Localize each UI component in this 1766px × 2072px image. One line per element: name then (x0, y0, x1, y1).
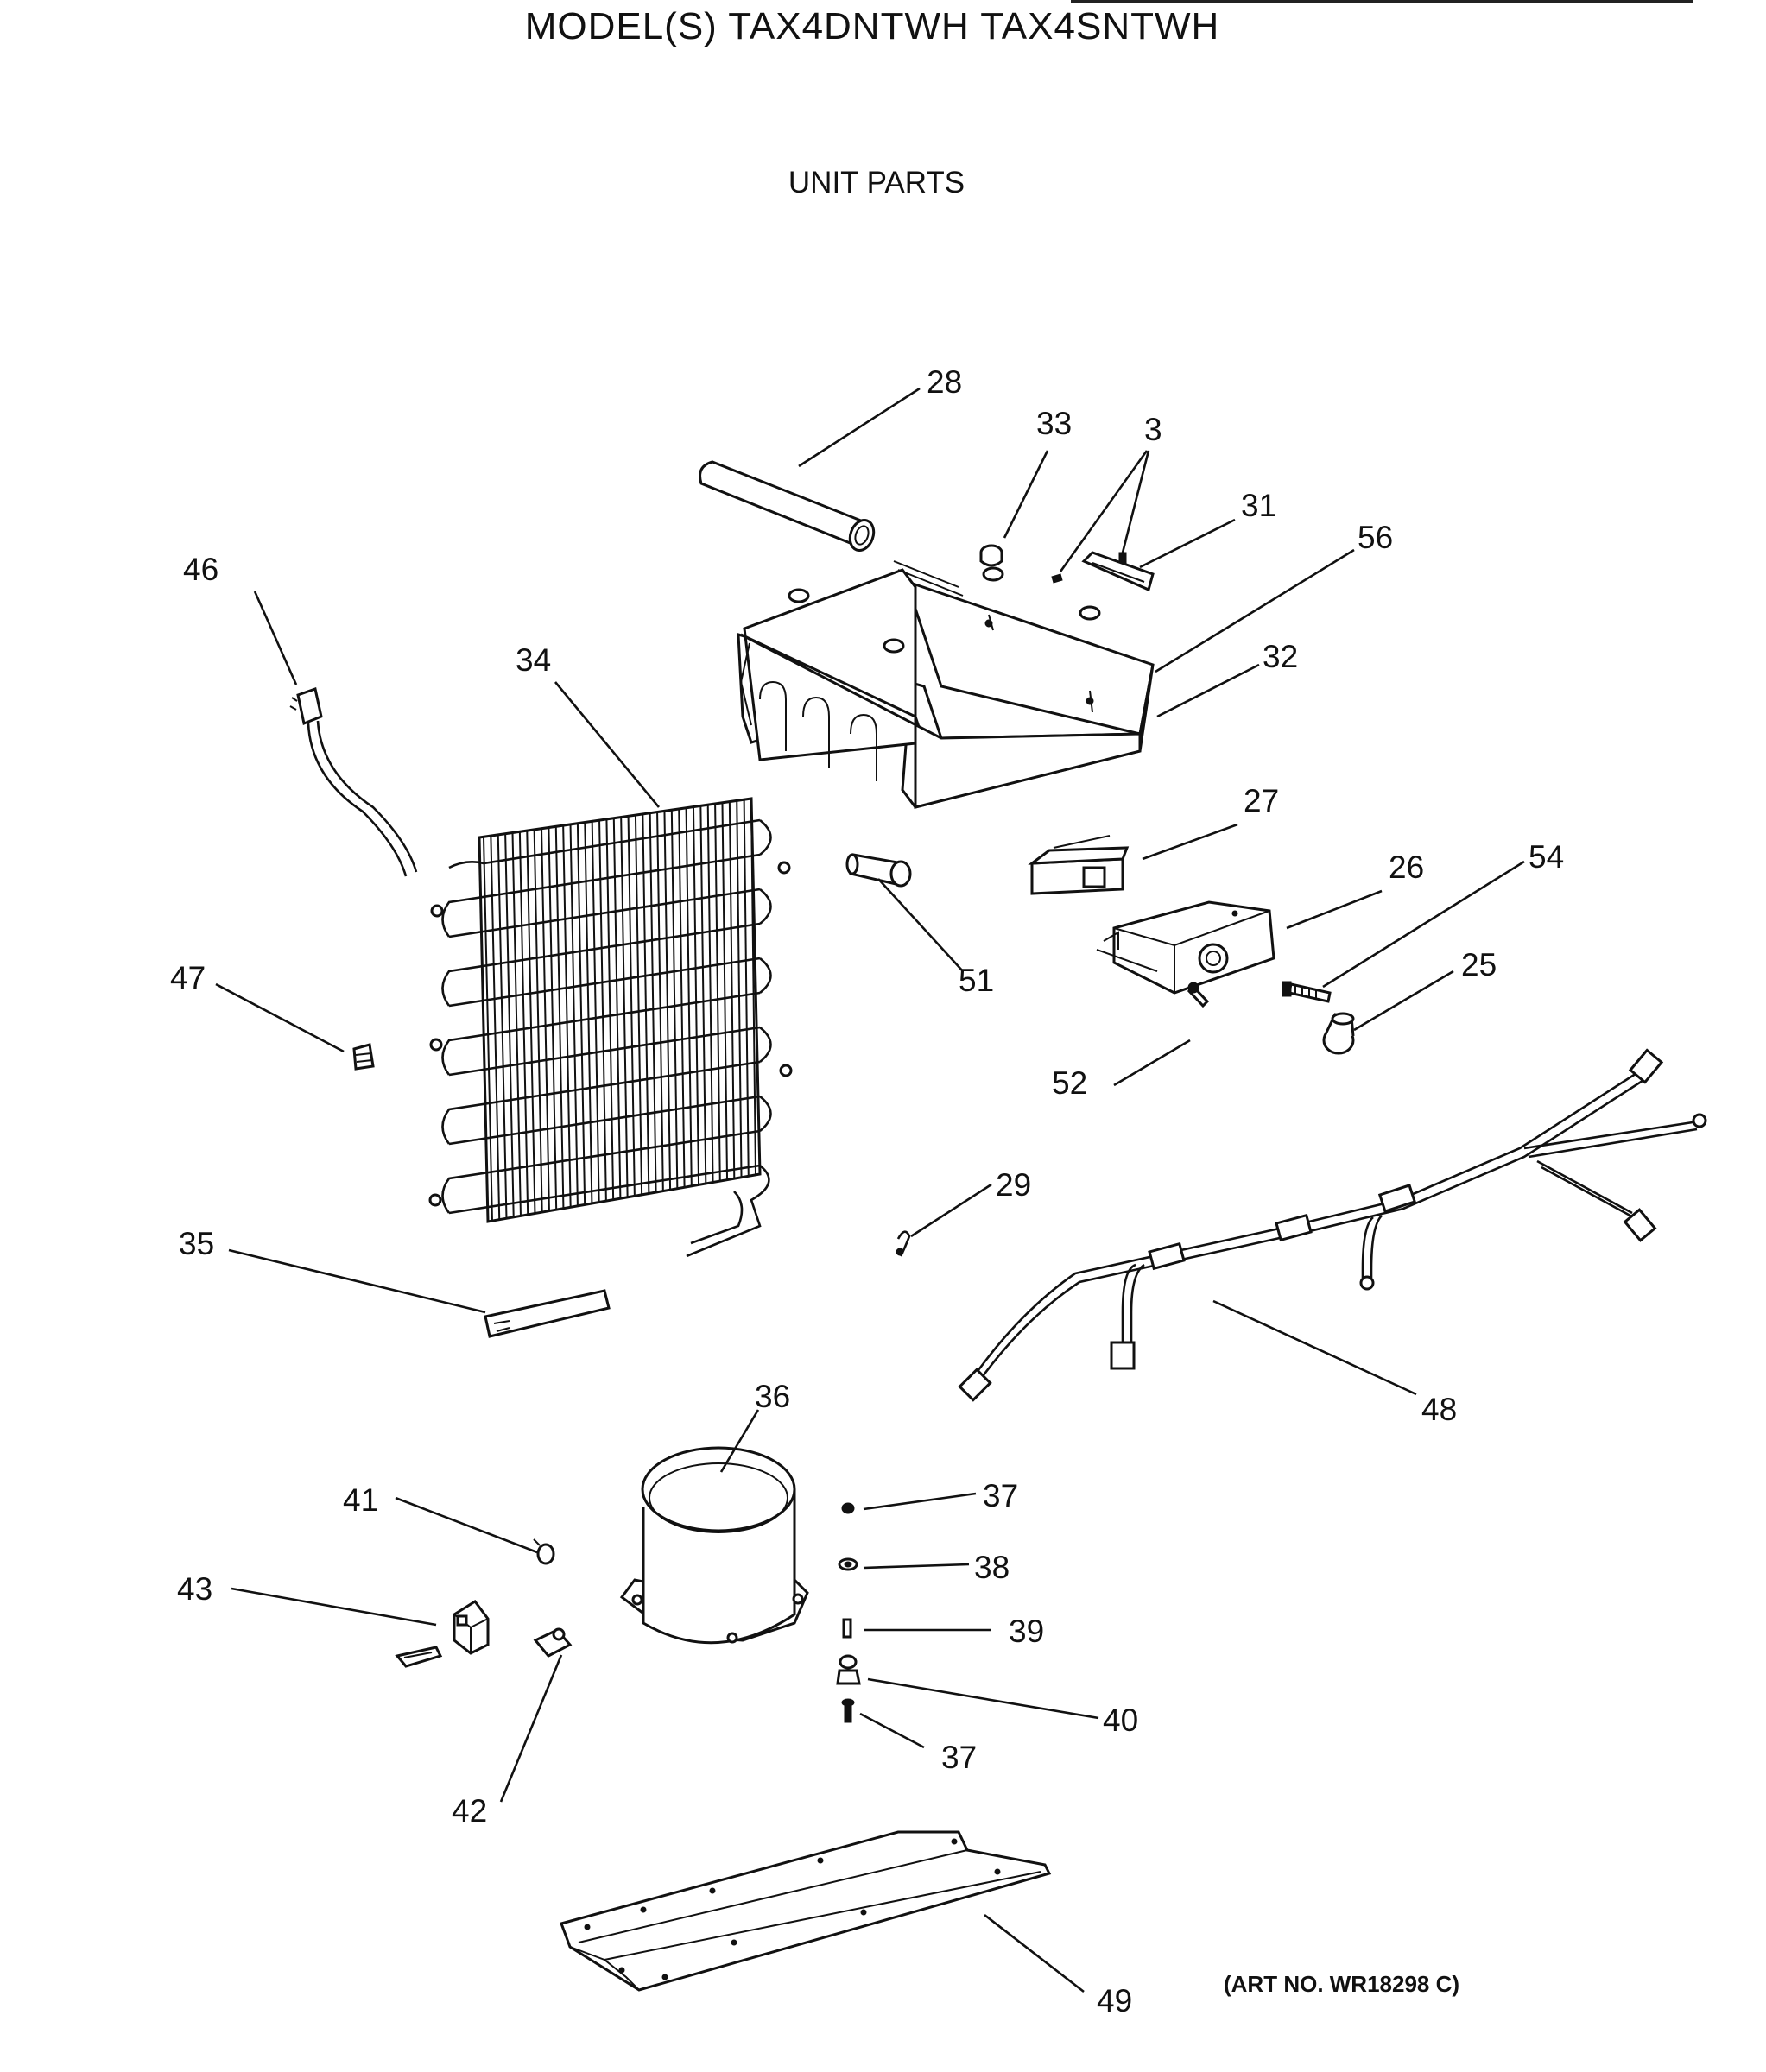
callout-26: 26 (1389, 850, 1424, 885)
part-33-cap (979, 544, 1003, 567)
condenser-fin (685, 807, 693, 1186)
part-56-housing (737, 560, 1155, 809)
callout-46: 46 (183, 552, 218, 587)
condenser-fin (497, 835, 508, 1220)
condenser-fin (750, 798, 756, 1175)
callout-43: 43 (177, 1571, 212, 1607)
callout-37-bottom: 37 (941, 1740, 977, 1775)
part-46-power-cord (289, 687, 418, 877)
condenser-fin (670, 810, 679, 1189)
callout-32: 32 (1263, 639, 1298, 674)
condenser-fin (656, 812, 664, 1191)
condenser-fin (562, 825, 572, 1208)
callout-35: 35 (179, 1226, 214, 1261)
condenser-fin (591, 821, 600, 1203)
callout-47: 47 (170, 960, 206, 995)
condenser-fin (736, 800, 743, 1177)
condenser-fin (678, 809, 686, 1187)
condenser-fin (612, 818, 622, 1199)
part-31-bracket (1081, 551, 1155, 592)
condenser-fin (490, 836, 501, 1221)
leader-lines (215, 387, 1525, 1993)
condenser-fin (605, 819, 615, 1200)
part-41-clip (533, 1538, 555, 1565)
callout-36: 36 (755, 1379, 790, 1414)
part-36-compressor (619, 1446, 809, 1645)
callout-34: 34 (516, 642, 551, 678)
part-40-grommet (836, 1654, 861, 1685)
callout-33: 33 (1036, 406, 1072, 441)
part-28-tube (699, 460, 876, 552)
condenser-fin (721, 802, 729, 1179)
condenser-fin (518, 831, 529, 1216)
condenser-fin (663, 811, 672, 1190)
art-number: (ART NO. WR18298 C) (1224, 1971, 1460, 1997)
part-37-screw-bottom (841, 1698, 855, 1723)
part-37-grommet-top (841, 1502, 855, 1514)
diagram-title: MODEL(S) TAX4DNTWH TAX4SNTWH (524, 5, 1220, 47)
condenser-fin (554, 826, 565, 1210)
top-rule (1071, 0, 1693, 3)
condenser-fin (743, 799, 750, 1176)
part-42-clip (533, 1627, 573, 1658)
callout-40: 40 (1103, 1702, 1138, 1738)
part-54-screw (1282, 981, 1332, 1003)
callout-52: 52 (1052, 1065, 1087, 1101)
part-52-screw (1187, 982, 1210, 1008)
part-25-knob (1322, 1012, 1355, 1055)
callout-38: 38 (974, 1550, 1010, 1585)
part-29-clip (896, 1230, 911, 1257)
condenser-fin (714, 804, 721, 1181)
diagram-subtitle: UNIT PARTS (788, 166, 965, 199)
callout-28: 28 (927, 364, 962, 400)
callout-49: 49 (1097, 1983, 1132, 2018)
callout-54: 54 (1529, 839, 1564, 875)
callout-41: 41 (343, 1482, 378, 1518)
part-49-base-plate (560, 1830, 1052, 1992)
part-34-condenser (428, 797, 793, 1258)
condenser-fin (541, 829, 550, 1212)
callout-48: 48 (1421, 1392, 1457, 1427)
condenser-fin (511, 833, 522, 1217)
part-51-sleeve (845, 853, 912, 888)
condenser-fin (620, 817, 629, 1197)
part-43-relay-cover (395, 1599, 490, 1668)
condenser-fin (627, 816, 636, 1197)
callout-31: 31 (1241, 488, 1276, 523)
condenser-fin (728, 801, 736, 1178)
condenser-fin (533, 830, 543, 1213)
condenser-fin (706, 805, 714, 1182)
condenser-fin (548, 828, 558, 1210)
condenser-fin (598, 820, 607, 1202)
part-39-sleeve (842, 1618, 852, 1639)
condenser-fin (526, 831, 536, 1215)
callout-labels: 28 33 3 31 56 46 34 32 27 26 54 47 51 25… (170, 364, 1564, 2018)
condenser-fin (642, 814, 650, 1194)
callout-25: 25 (1461, 947, 1497, 982)
callout-27: 27 (1244, 783, 1279, 818)
callout-29: 29 (996, 1167, 1031, 1203)
callout-51: 51 (959, 963, 994, 998)
condenser-fin (576, 824, 586, 1205)
callout-37-top: 37 (983, 1478, 1018, 1513)
callout-39: 39 (1009, 1614, 1044, 1649)
condenser-fin (504, 834, 515, 1218)
condenser-fin (584, 822, 593, 1204)
part-47-clip (352, 1043, 375, 1071)
part-27-relay (1028, 835, 1130, 895)
part-38-washer (838, 1557, 858, 1571)
part-26-box (1096, 900, 1275, 995)
callout-3: 3 (1144, 412, 1162, 447)
condenser-fin (569, 824, 579, 1207)
part-35-drier (484, 1289, 611, 1338)
condenser-fin (649, 813, 657, 1192)
condenser-fin (692, 806, 700, 1184)
condenser-fin (699, 805, 707, 1184)
condenser-fin (634, 815, 643, 1195)
callout-42: 42 (452, 1793, 487, 1829)
part-48-wiring-harness (958, 1048, 1707, 1402)
condenser-fin (483, 837, 493, 1222)
callout-56: 56 (1358, 520, 1393, 555)
